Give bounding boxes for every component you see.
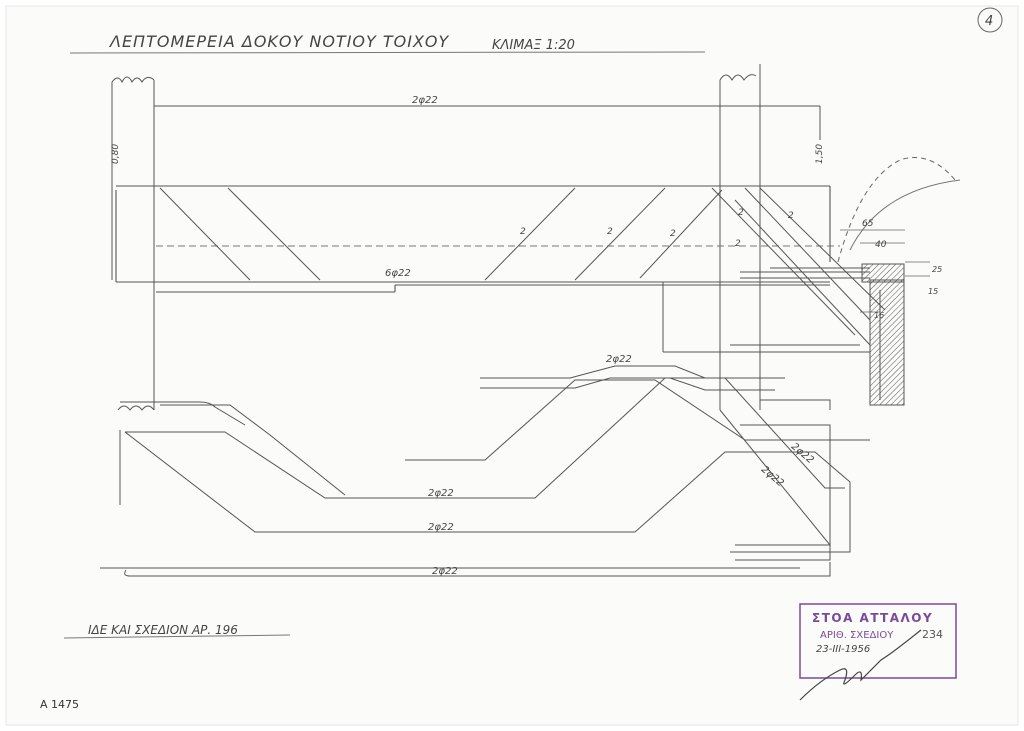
arch-curve-inner — [849, 179, 961, 251]
dim-25-label: 25 — [932, 265, 942, 274]
dim-15-label: 15 — [928, 287, 938, 296]
stirrup-label-6: 2 — [735, 239, 741, 249]
bent-bar-label-1: 2φ22 — [606, 354, 632, 365]
wall-section-hatch — [869, 279, 905, 406]
stamp-number: 234 — [922, 628, 943, 641]
stamp-date: 23-III-1956 — [816, 644, 870, 655]
archive-stamp: ΣΤΟΑ ΑΤΤΑΛΟΥ ΑΡΙΘ. ΣΧΕΔΙΟΥ 234 23-III-19… — [799, 603, 957, 701]
bent-bars — [100, 365, 870, 577]
dim-40-label: 40 — [875, 240, 887, 250]
reference-note: ΙΔΕ ΚΑΙ ΣΧΕΔΙΟΝ ΑΡ. 196 — [88, 623, 238, 637]
stamp-title: ΣΤΟΑ ΑΤΤΑΛΟΥ — [812, 611, 933, 625]
page-number-circle — [977, 7, 1003, 33]
stamp-number-label: ΑΡΙΘ. ΣΧΕΔΙΟΥ — [820, 630, 894, 641]
top-bar-line — [154, 105, 821, 140]
dim-65-label: 65 — [862, 219, 874, 229]
drawing-title: ΛΕΠΤΟΜΕΡΕΙΑ ΔΟΚΟΥ ΝΟΤΙΟΥ ΤΟΙΧΟΥ — [108, 32, 450, 51]
stirrup-label-1: 2 — [520, 227, 526, 237]
top-bar-label: 2φ22 — [412, 95, 438, 106]
paper-sheet — [5, 5, 1019, 726]
dim-left-label: 0,80 — [111, 144, 121, 164]
cornice-hatch — [861, 263, 905, 283]
page-number: 4 — [985, 14, 993, 29]
reference-underline — [63, 634, 291, 639]
beam-outline — [115, 185, 840, 293]
bent-bar-label-3: 2φ22 — [428, 522, 454, 533]
bent-bar-label-4: 2φ22 — [432, 566, 458, 577]
stamp-border — [799, 603, 957, 679]
drawing-scale: ΚΛΙΜΑΞ 1:20 — [492, 38, 575, 53]
archive-number: A 1475 — [40, 698, 79, 711]
left-column — [111, 76, 155, 505]
arch-curve — [837, 157, 956, 263]
stirrup-label-4: 2 — [738, 208, 744, 218]
signature — [799, 629, 922, 701]
dim-16-label: 16 — [874, 311, 884, 320]
bottom-main-bar-label: 6φ22 — [385, 268, 411, 279]
stirrup-label-5: 2 — [788, 211, 794, 221]
stirrup-label-3: 2 — [670, 229, 676, 239]
title-underline — [69, 51, 706, 54]
bent-bar-label-2: 2φ22 — [428, 488, 454, 499]
right-dimensions — [840, 229, 930, 313]
dim-right-label: 1,50 — [815, 144, 825, 164]
stirrup-label-2: 2 — [607, 227, 613, 237]
